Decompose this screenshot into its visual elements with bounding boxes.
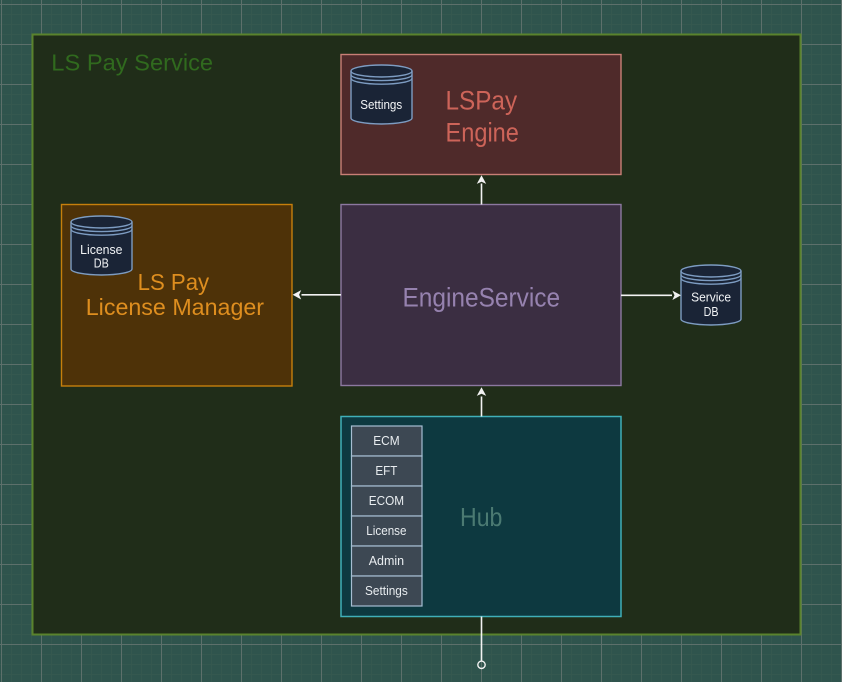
svg-text:EFT: EFT [375,463,397,478]
svg-text:ECOM: ECOM [369,493,404,508]
svg-text:Service: Service [691,291,731,305]
svg-text:License: License [366,523,406,538]
svg-text:License Manager: License Manager [86,294,265,320]
svg-text:Engine: Engine [446,118,519,148]
svg-text:Hub: Hub [460,502,502,532]
svg-text:Settings: Settings [365,583,408,598]
svg-text:License: License [80,243,122,257]
svg-text:Settings: Settings [360,98,402,112]
svg-text:EngineService: EngineService [403,282,561,312]
svg-text:ECM: ECM [373,433,399,448]
svg-text:DB: DB [704,305,719,319]
svg-text:LS Pay Service: LS Pay Service [51,50,213,76]
svg-text:Admin: Admin [369,553,404,568]
svg-text:LSPay: LSPay [446,85,518,115]
svg-text:LS Pay: LS Pay [138,269,210,295]
svg-text:DB: DB [94,256,109,270]
